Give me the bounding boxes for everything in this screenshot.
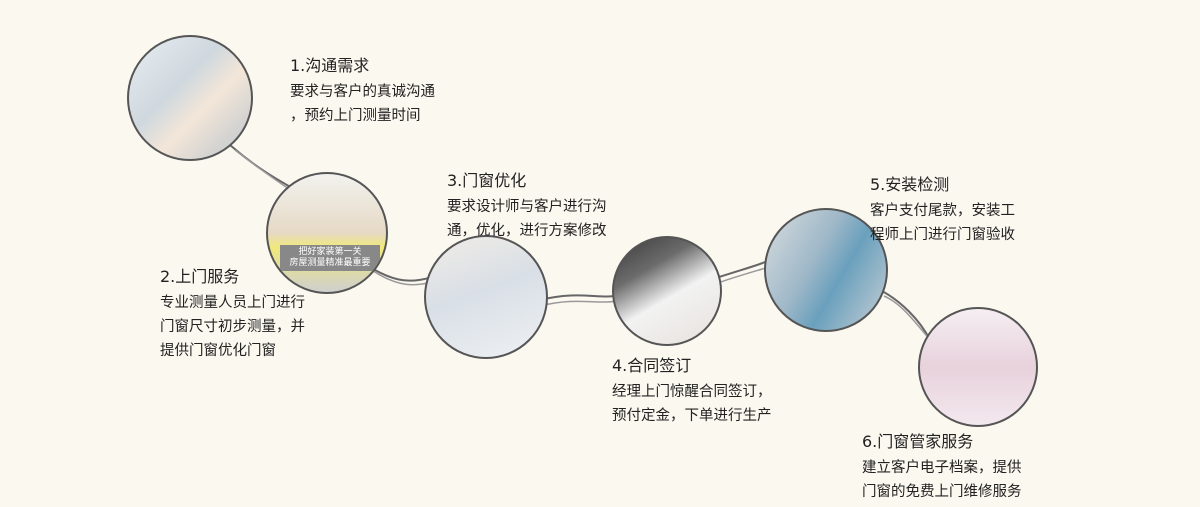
step-desc-line: ，预约上门测量时间 — [290, 108, 421, 124]
step-title: 3.门窗优化 — [447, 171, 527, 190]
step-desc-line: 程师上门进行门窗验收 — [870, 227, 1015, 243]
step-desc-line: 门窗尺寸初步测量，并 — [160, 319, 305, 335]
step-5-photo — [764, 208, 888, 332]
step-desc-line: 经理上门惊醒合同签订， — [612, 384, 772, 400]
step-desc-line: 通，优化，进行方案修改 — [447, 223, 607, 239]
step-5: 5.安装检测 客户支付尾款，安装工 程师上门进行门窗验收 — [870, 173, 1015, 247]
step-2: 2.上门服务 专业测量人员上门进行 门窗尺寸初步测量，并 提供门窗优化门窗 — [160, 265, 305, 363]
step-title: 1.沟通需求 — [290, 56, 370, 75]
step-6-photo — [918, 307, 1038, 427]
step-3-photo — [424, 235, 548, 359]
step-desc-line: 专业测量人员上门进行 — [160, 295, 305, 311]
step-3: 3.门窗优化 要求设计师与客户进行沟 通，优化，进行方案修改 — [447, 169, 607, 243]
step-title: 6.门窗管家服务 — [862, 432, 974, 451]
step-title: 2.上门服务 — [160, 267, 240, 286]
step-2-photo-caption: 把好家装第一关房屋测量精准最重要 — [279, 244, 381, 271]
step-4-photo — [612, 236, 722, 346]
step-desc-line: 门窗的免费上门维修服务 — [862, 484, 1022, 500]
step-6: 6.门窗管家服务 建立客户电子档案，提供 门窗的免费上门维修服务 — [862, 430, 1022, 504]
step-desc-line: 要求与客户的真诚沟通 — [290, 84, 435, 100]
step-1: 1.沟通需求 要求与客户的真诚沟通 ，预约上门测量时间 — [290, 54, 435, 128]
step-desc-line: 要求设计师与客户进行沟 — [447, 199, 607, 215]
step-desc-line: 预付定金，下单进行生产 — [612, 408, 772, 424]
step-title: 4.合同签订 — [612, 356, 692, 375]
step-1-photo — [127, 35, 253, 161]
step-desc-line: 提供门窗优化门窗 — [160, 343, 276, 359]
step-desc-line: 客户支付尾款，安装工 — [870, 203, 1015, 219]
step-desc-line: 建立客户电子档案，提供 — [862, 460, 1022, 476]
step-2-photo: 把好家装第一关房屋测量精准最重要 — [266, 172, 388, 294]
step-4: 4.合同签订 经理上门惊醒合同签订， 预付定金，下单进行生产 — [612, 354, 772, 428]
step-title: 5.安装检测 — [870, 175, 950, 194]
